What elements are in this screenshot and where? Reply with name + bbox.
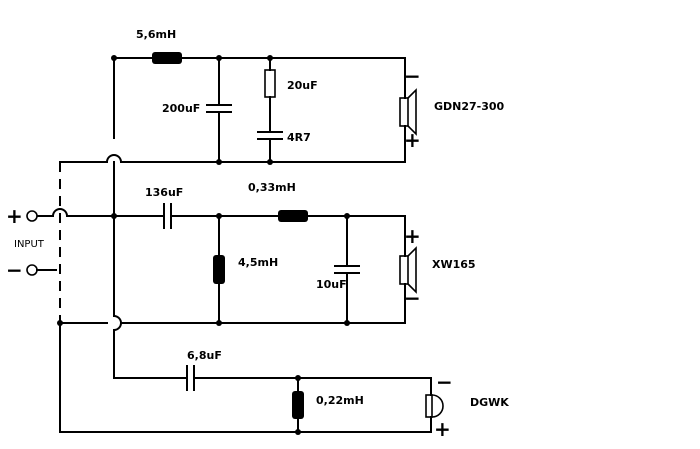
input-plus-sign: + [6,204,23,228]
input-section [26,162,61,433]
woofer-speaker-icon [425,394,444,418]
label-tweeter: GDN27-300 [434,100,505,113]
label-midrange: XW165 [432,258,476,271]
wire-crossover-hop [51,208,69,218]
resistor-notch [264,69,276,98]
inductor-0-33mh [278,210,308,222]
woofer-branch [59,365,444,435]
label-woofer: DGWK [470,396,509,409]
woofer-minus-sign: − [436,370,453,394]
label-capacitor-6-8uf: 6,8uF [187,349,222,362]
midrange-minus-sign: − [404,286,421,310]
label-capacitor-136uf: 136uF [145,186,183,199]
inductor-4-5mh [213,255,225,284]
label-capacitor-4r7: 4R7 [287,131,311,144]
label-inductor-0-22mh: 0,22mH [316,394,364,407]
inductor-0-22mh [292,391,304,419]
label-capacitor-200uf: 200uF [162,102,200,115]
label-inductor-0-33mh: 0,33mH [248,181,296,194]
input-terminal-plus [26,210,38,222]
junction [111,55,117,61]
label-input: INPUT [14,239,45,250]
midrange-plus-sign: + [404,224,421,248]
label-resistor-20uf: 20uF [287,79,318,92]
label-inductor-5-6mh: 5,6mH [136,28,176,41]
midrange-branch [37,161,417,379]
tweeter-branch [59,52,417,165]
label-inductor-4-5mh: 4,5mH [238,256,278,269]
input-minus-sign: − [6,258,23,282]
inductor-5-6mh [152,52,182,64]
speaker-icon [399,88,417,136]
input-terminal-minus [26,264,38,276]
wire-crossover-hop [112,314,122,332]
tweeter-plus-sign: + [404,128,421,152]
speaker-icon [399,246,417,294]
label-capacitor-10uf: 10uF [316,278,347,291]
tweeter-minus-sign: − [404,64,421,88]
woofer-plus-sign: + [434,417,451,441]
wire-crossover-hop [105,154,123,164]
